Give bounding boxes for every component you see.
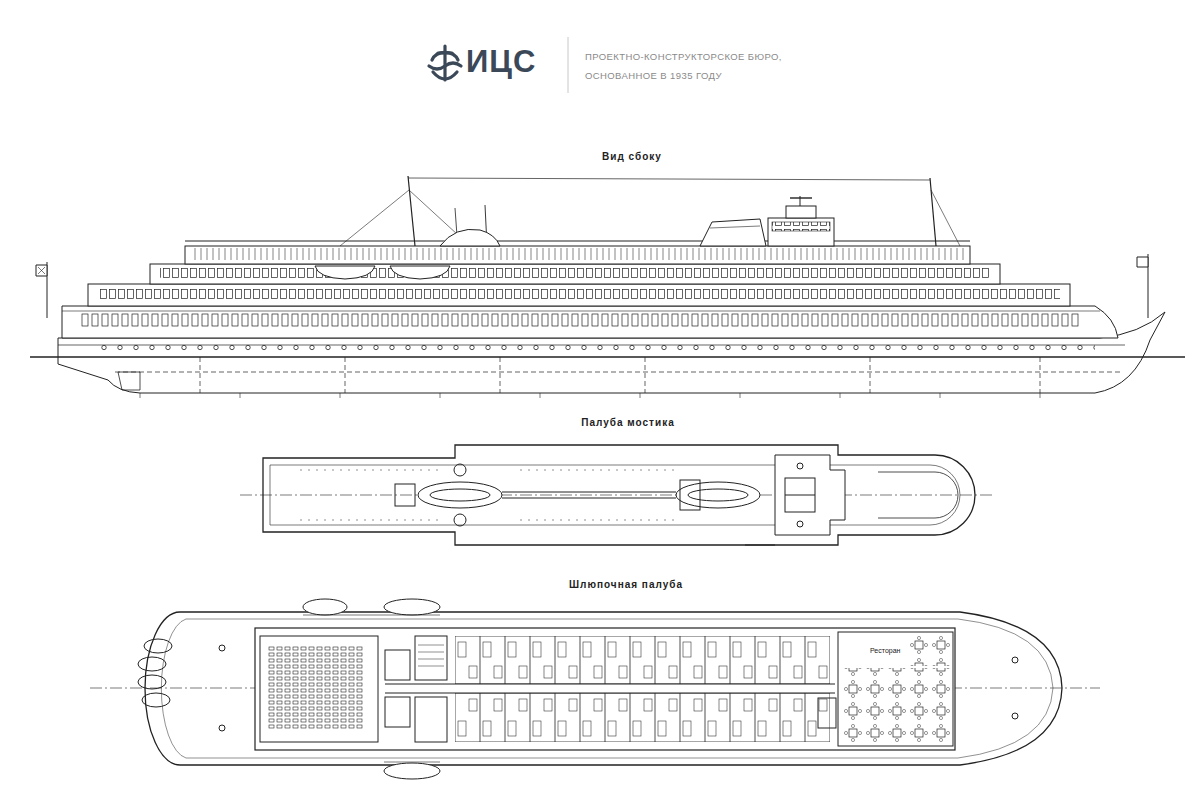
side-view: [30, 176, 1185, 398]
bridge-deck-plan: [240, 445, 995, 545]
tagline-text: ПРОЕКТНО-КОНСТРУКТОРСКОЕ БЮРО,: [585, 52, 782, 63]
logo-wordmark: ИЦС: [466, 44, 536, 80]
view-title: Шлюпочная палуба: [569, 579, 683, 591]
logo-separator: [568, 37, 569, 93]
view-title: Вид сбоку: [602, 151, 662, 163]
room-label: Ресторан: [868, 647, 902, 655]
tagline-text: ОСНОВАННОЕ В 1935 ГОДУ: [585, 71, 722, 82]
boat-deck-plan: [90, 599, 1100, 779]
view-title: Палуба мостика: [581, 417, 674, 429]
logo-icon: [429, 46, 461, 80]
